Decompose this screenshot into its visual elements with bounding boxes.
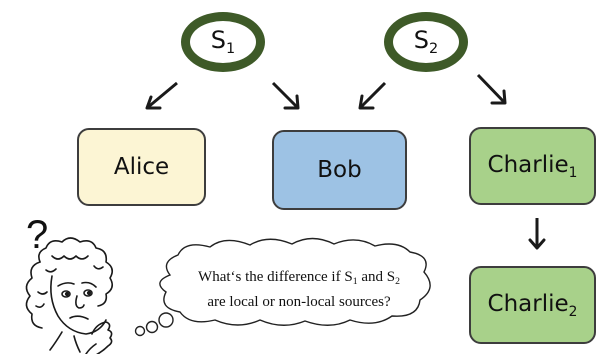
source-s2: S2 (384, 12, 468, 72)
party-charlie2-box: Charlie2 (469, 266, 596, 344)
party-bob-box: Bob (272, 130, 407, 210)
source-s2-label: S2 (413, 26, 439, 58)
arrow-s1-to-alice (145, 81, 178, 110)
arrow-s2-to-bob (358, 81, 387, 110)
thought-bubble-cloud (159, 237, 431, 326)
arrow-charlie1-to-charlie2 (528, 218, 546, 250)
question-mark-icon: ? (26, 213, 48, 257)
thought-bubble-line-1: What‘s the difference if S1 and S2 (198, 269, 400, 287)
thought-bubble-text: What‘s the difference if S1 and S2 are l… (168, 267, 430, 312)
party-charlie1-label: Charlie1 (487, 151, 578, 181)
source-s1: S1 (181, 12, 265, 72)
party-charlie2-label: Charlie2 (487, 290, 578, 320)
confused-person-icon (25, 237, 114, 354)
party-alice-box: Alice (77, 128, 206, 206)
party-alice-label: Alice (113, 154, 170, 180)
arrow-s2-to-charlie1 (476, 73, 507, 105)
thought-bubble-line-2: are local or non-local sources? (207, 293, 391, 310)
thought-bubble-trail (134, 312, 174, 337)
arrow-s1-to-bob (271, 81, 300, 110)
party-charlie1-box: Charlie1 (469, 127, 596, 205)
party-bob-label: Bob (317, 157, 362, 183)
source-s1-label: S1 (210, 26, 236, 58)
